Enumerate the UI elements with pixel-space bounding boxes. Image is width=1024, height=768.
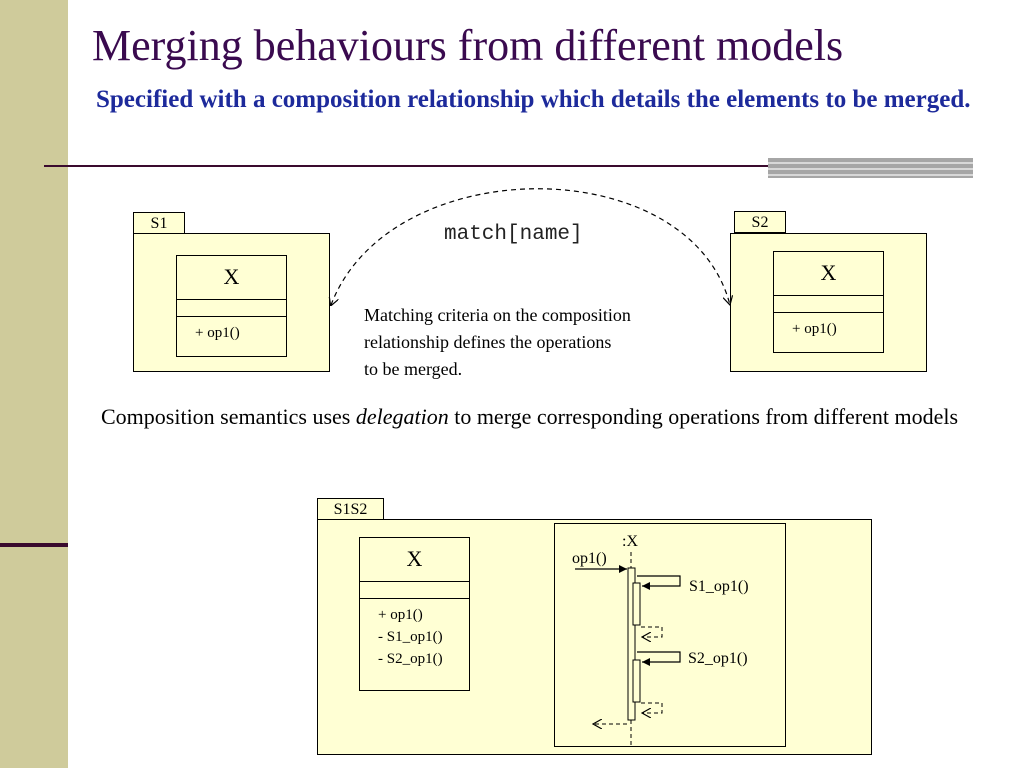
return-s2-arrow [641,702,663,713]
class-name: X [774,252,883,296]
note-line: Matching criteria on the composition [364,305,631,325]
self-call-s1-arrow [637,575,681,590]
header-accent-bar [768,158,973,178]
sidebar-rule [0,543,68,547]
note-line: to be merged. [364,359,463,379]
slide-title: Merging behaviours from different models [92,21,844,70]
lifeline-label: :X [622,533,638,550]
class-operations: + op1() [177,317,286,344]
note-line: relationship defines the operations [364,332,612,352]
operation-op1: + op1() [195,325,240,341]
matching-note: Matching criteria on the composition rel… [364,302,714,383]
sidebar-strip [0,0,68,768]
header-divider [44,165,772,167]
slide-subtitle: Specified with a composition relationshi… [96,86,971,113]
sequence-diagram-frame [554,523,786,747]
self-call-s1-label: S1_op1() [689,578,749,595]
composition-paragraph: Composition semantics uses delegation to… [101,400,981,433]
activation-s2-op1 [632,659,641,703]
class-operations: + op1() [774,313,883,340]
class-attributes [360,582,469,599]
return-s1-arrow [641,626,663,637]
paragraph-text: Composition semantics uses [101,404,356,429]
package-s2-tab: S2 [734,211,786,233]
paragraph-text: to merge corresponding operations from d… [448,404,959,429]
incoming-message-label: op1() [572,550,607,567]
operation-s1-op1: - S1_op1() [378,629,443,645]
class-attributes [177,300,286,317]
class-operations: + op1() - S1_op1() - S2_op1() [360,599,469,670]
class-name: X [177,256,286,300]
operation-op1: + op1() [378,607,423,623]
self-call-s2-arrow [637,651,681,666]
operation-op1: + op1() [792,321,837,337]
self-call-s2-label: S2_op1() [688,650,748,667]
class-name: X [360,538,469,582]
match-arc [331,188,730,305]
operation-s2-op1: - S2_op1() [378,651,443,667]
activation-s1-op1 [632,582,641,626]
class-attributes [774,296,883,313]
class-x-s2: X + op1() [773,251,884,353]
class-x-s1: X + op1() [176,255,287,357]
match-criteria-label: match[name] [444,223,583,246]
activation-bar [627,567,636,721]
paragraph-emphasis: delegation [355,404,449,429]
class-x-merged: X + op1() - S1_op1() - S2_op1() [359,537,470,691]
